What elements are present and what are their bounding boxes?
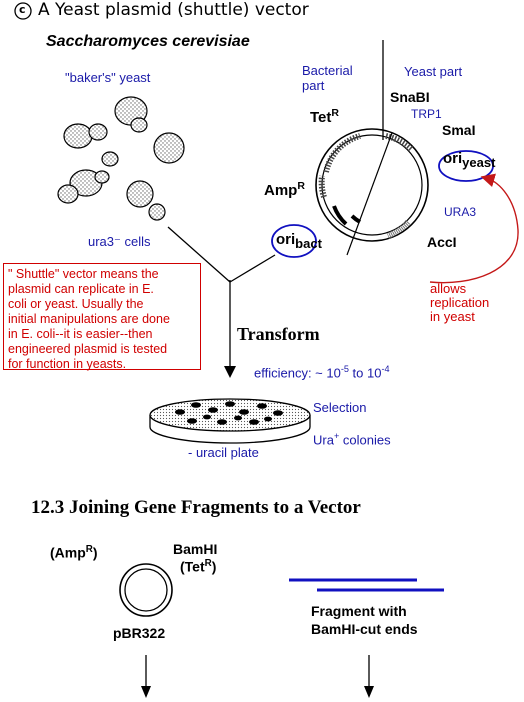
transform-arrow-head [224, 366, 236, 378]
yeast-part-label: Yeast part [404, 64, 463, 79]
ori-yeast-label: oriyeast [443, 150, 496, 170]
colonies [175, 401, 283, 425]
shuttle-note-line: in E. coli--it is easier--then [8, 327, 153, 341]
yeast-merge-line [167, 226, 231, 283]
ura-colonies-label: Ura+ colonies [313, 431, 391, 448]
ura3-gene-label: URA3 [444, 205, 477, 219]
section-letter-circle [14, 2, 32, 20]
selection-label: Selection [313, 400, 367, 415]
amp-r-paren-label: (AmpR) [50, 544, 98, 561]
pbr322-inner [124, 568, 168, 612]
plasmid-map [315, 128, 429, 242]
divider-diagonal [346, 132, 393, 256]
transform-label: Transform [237, 324, 320, 344]
uracil-plate-label: - uracil plate [188, 445, 259, 460]
shuttle-note-line: engineered plasmid is tested [8, 342, 168, 356]
pbr322-label: pBR322 [113, 625, 166, 641]
efficiency-label: efficiency: ~ 10-5 to 10-4 [254, 364, 390, 381]
yeast-cell [126, 180, 154, 208]
bacterial-part-label: Bacterial [302, 63, 353, 78]
snabi-label: SnaBI [390, 89, 430, 105]
yeast-cell [57, 184, 79, 204]
fragment-label-2: BamHI-cut ends [311, 621, 418, 637]
tet-r-paren-label: (TetR) [180, 558, 217, 575]
yeast-cell [101, 151, 119, 167]
plasmid-merge-line [229, 254, 276, 283]
fragment-label-1: Fragment with [311, 603, 407, 619]
yeast-cell [130, 117, 148, 133]
yeast-cell [94, 170, 110, 184]
acci-label: AccI [427, 234, 457, 250]
shuttle-note-line: for function in yeasts. [8, 357, 127, 371]
shuttle-note-box: " Shuttle" vector means the plasmid can … [3, 263, 201, 371]
smai-label: SmaI [442, 122, 476, 138]
bamhi-label: BamHI [173, 541, 218, 557]
ura3-cells-label: ura3⁻ cells [88, 234, 151, 249]
yeast-cell [148, 203, 166, 221]
trp1-label: TRP1 [411, 107, 442, 121]
amp-r-label: AmpR [264, 180, 305, 199]
section-letter: c [19, 3, 26, 16]
section-heading: 12.3 Joining Gene Fragments to a Vector [31, 497, 361, 518]
shuttle-note-line: initial manipulations are done [8, 312, 170, 326]
page-title: A Yeast plasmid (shuttle) vector [38, 0, 309, 20]
yeast-cells [57, 96, 185, 221]
tet-r-label: TetR [310, 107, 339, 126]
shuttle-note-line: coli or yeast. Usually the [8, 297, 144, 311]
yeast-cell [88, 123, 108, 141]
allows-replication-arrow [429, 173, 519, 284]
ori-bact-label: oribact [276, 231, 322, 251]
shuttle-note-line: " Shuttle" vector means the [8, 267, 159, 281]
bakers-yeast-label: "baker's" yeast [65, 70, 151, 85]
ori-yeast-oval [438, 150, 494, 182]
allows-label-3: in yeast [430, 309, 475, 324]
petri-dish [149, 398, 311, 444]
shuttle-note-line: plasmid can replicate in E. [8, 282, 154, 296]
yeast-cell [153, 132, 185, 164]
pbr322-outer [119, 563, 173, 617]
bacterial-part-label-2: part [302, 78, 325, 93]
allows-label-2: replication [430, 295, 490, 310]
yeast-cell [63, 123, 93, 149]
ori-bact-oval [271, 224, 317, 258]
allows-label-1: allows [430, 281, 467, 296]
organism-name: Saccharomyces cerevisiae [46, 33, 250, 50]
